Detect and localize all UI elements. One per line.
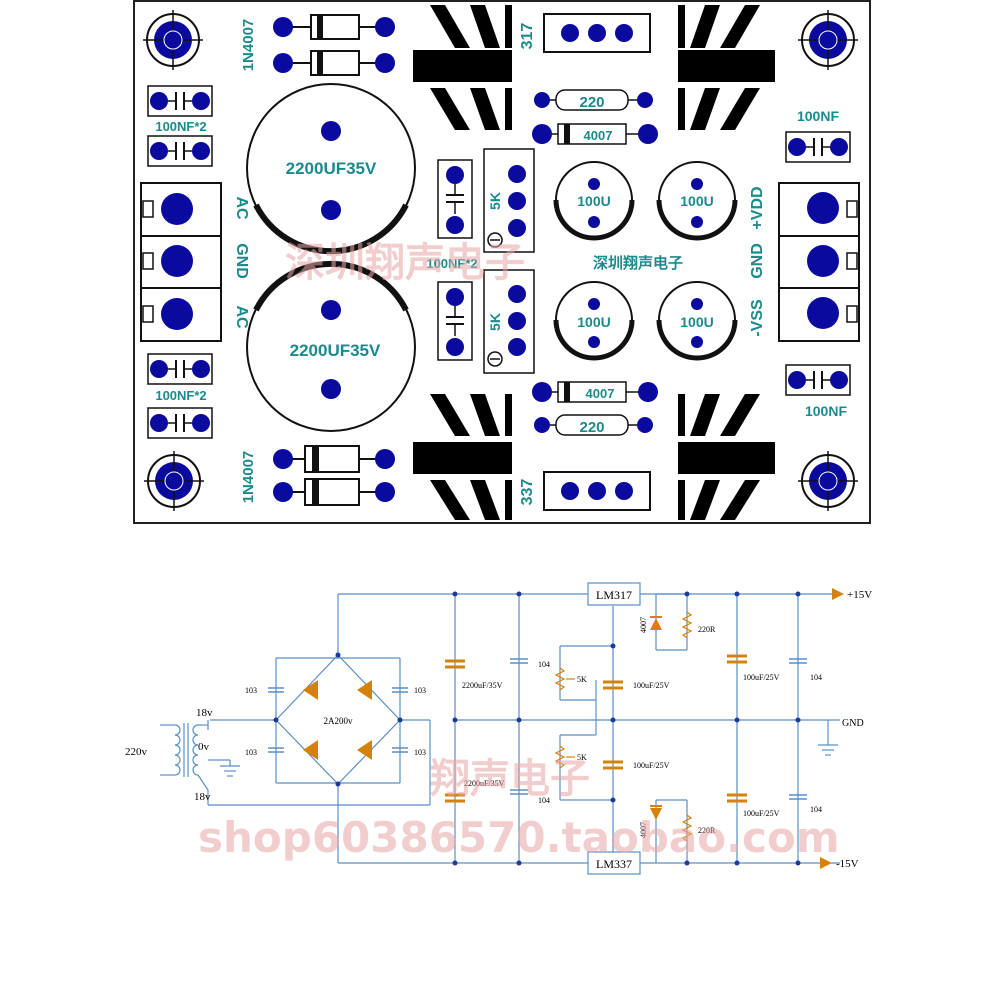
pot-top-sch-label: 5K — [577, 675, 587, 684]
cap-out-bottom-label: 100NF — [805, 403, 847, 419]
diode-small-bottom-label: 4007 — [586, 386, 615, 401]
junction-dots — [273, 591, 801, 866]
res-top-label: 220 — [579, 94, 604, 111]
ecap-3-label: 100U — [577, 314, 610, 330]
adj-cap-top-label: 100uF/25V — [633, 681, 670, 690]
lm337-box — [587, 851, 641, 875]
transformer — [160, 723, 240, 791]
resistor-220-bottom — [534, 414, 653, 436]
pcb-layout: 317 337 1N4007 1N4007 2200UF35V 22 — [133, 0, 871, 524]
res-top-sch-label: 220R — [698, 625, 716, 634]
c103-1-label: 103 — [245, 686, 257, 695]
c104-2-label: 104 — [538, 796, 550, 805]
diode-pair-top — [273, 14, 395, 76]
bulk-cap-top-label: 2200UF35V — [286, 159, 377, 178]
ecap-2-label: 100U — [680, 193, 713, 209]
c104-1-label: 104 — [538, 660, 550, 669]
output-vdd-label: +VDD — [749, 186, 766, 229]
caps-103 — [268, 687, 408, 753]
small-cap-left-top-label: 100NF*2 — [155, 119, 206, 134]
small-cap-l3 — [147, 353, 213, 385]
trimpot-bottom — [483, 269, 535, 374]
v220-label: 220v — [125, 746, 148, 758]
small-cap-mid-label: 100NF*2 — [426, 256, 477, 271]
lm317-label: LM317 — [596, 588, 632, 602]
input-ac1-label: AC — [233, 196, 250, 220]
pots — [554, 667, 575, 769]
pot-bottom-sch-label: 5K — [577, 753, 587, 762]
diode-top-label: 1N4007 — [240, 19, 257, 72]
adj-cap-bottom-label: 100uF/25V — [633, 761, 670, 770]
bulk-cap-bottom-label: 2200UF35V — [290, 341, 381, 360]
input-ac2-label: AC — [233, 305, 250, 329]
c104-3-label: 104 — [810, 673, 822, 682]
small-cap-left-bottom-label: 100NF*2 — [155, 388, 206, 403]
board-title: 深圳翔声电子 — [593, 254, 683, 272]
out-cap-top-label: 100uF/25V — [743, 673, 780, 682]
resistors-220r — [681, 611, 693, 842]
c103-3-label: 103 — [414, 686, 426, 695]
out-cap-bottom-label: 100uF/25V — [743, 809, 780, 818]
v18-bottom-label: 18v — [194, 791, 211, 803]
out-neg-label: -15V — [836, 858, 859, 870]
protection-diodes — [650, 594, 662, 863]
bulk-cap-top — [246, 83, 416, 255]
schematic-watermark-cn: 翔声电子 — [430, 756, 590, 802]
diode-pair-bottom — [273, 445, 395, 506]
out-pos-arrow — [832, 588, 844, 600]
small-cap-l2 — [147, 135, 213, 167]
pot-bottom-label: 5K — [487, 313, 503, 331]
small-cap-r1 — [785, 131, 851, 163]
resistor-220-top — [534, 89, 653, 111]
bulk-cap-bottom — [246, 260, 416, 432]
wires — [207, 593, 840, 864]
c103-2-label: 103 — [245, 748, 257, 757]
diode-bottom-label: 1N4007 — [240, 451, 257, 504]
ecap-4-label: 100U — [680, 314, 713, 330]
diode-top-sch-label: 4007 — [639, 617, 648, 633]
res-bottom-label: 220 — [579, 419, 604, 436]
small-cap-l4 — [147, 407, 213, 439]
output-vss-label: -VSS — [749, 299, 766, 337]
bulk-top-label: 2200uF/35V — [462, 681, 503, 690]
small-cap-mid-bottom — [437, 281, 473, 361]
v0-label: 0v — [198, 741, 210, 753]
output-gnd-label: GND — [749, 243, 766, 279]
diode-4007-top — [532, 123, 658, 145]
res-bottom-sch-label: 220R — [698, 826, 716, 835]
v18-top-label: 18v — [196, 707, 213, 719]
c103-4-label: 103 — [414, 748, 426, 757]
caps-104 — [510, 658, 807, 800]
trimpot-top — [483, 148, 535, 253]
diode-4007-bottom — [532, 381, 658, 403]
gnd-label: GND — [842, 718, 864, 729]
bridge-diodes — [303, 680, 372, 760]
diode-small-top-label: 4007 — [584, 128, 613, 143]
c104-4-label: 104 — [810, 805, 822, 814]
small-cap-mid-top — [437, 159, 473, 239]
lm337-label: LM337 — [596, 857, 632, 871]
pot-top-label: 5K — [487, 192, 503, 210]
ground-symbol-right — [818, 744, 838, 756]
small-cap-l1 — [147, 85, 213, 117]
diode-bottom-sch-label: 4007 — [639, 822, 648, 838]
reg-top-label: 317 — [519, 23, 536, 50]
output-terminal — [778, 182, 860, 342]
out-pos-label: +15V — [847, 589, 872, 601]
schematic-watermark-shop: shop60386570.taobao.com — [198, 813, 840, 862]
small-cap-r2 — [785, 364, 851, 396]
ecap-1-label: 100U — [577, 193, 610, 209]
input-terminal — [140, 182, 222, 342]
input-gnd-label: GND — [233, 243, 250, 279]
out-neg-arrow — [820, 857, 832, 869]
cap-out-top-label: 100NF — [797, 108, 839, 124]
bulk-caps-sch — [445, 654, 747, 803]
bridge-label: 2A200v — [324, 716, 353, 726]
bulk-bottom-label: 2200uF/35V — [464, 779, 505, 788]
lm317-box — [587, 582, 641, 606]
pcb-watermark: 深圳翔声电子 — [285, 240, 525, 286]
reg-bottom-label: 337 — [519, 479, 536, 506]
